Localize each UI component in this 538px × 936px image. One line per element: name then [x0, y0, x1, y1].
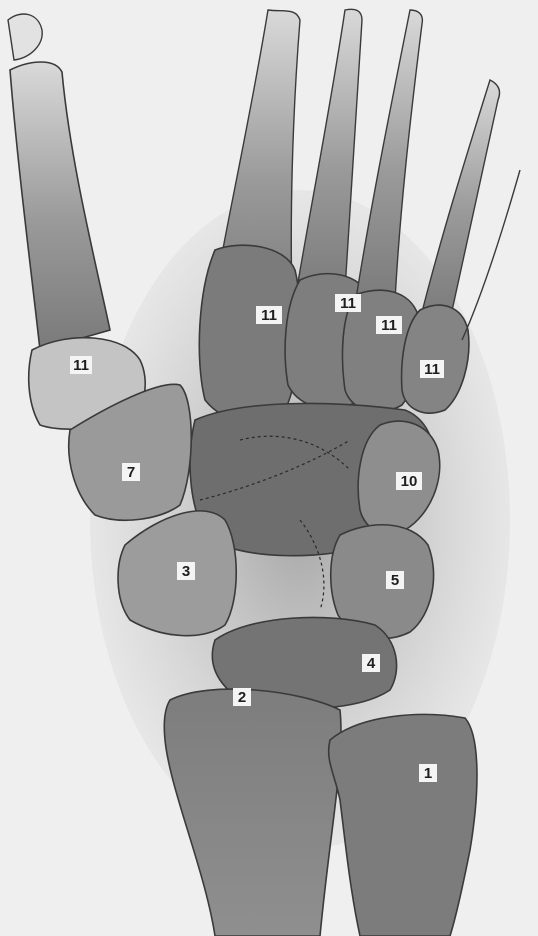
label-scaphoid-lunate: 4 — [362, 654, 380, 672]
label-text: 3 — [182, 563, 190, 580]
label-metacarpal-5: 11 — [420, 360, 444, 378]
label-capitate: 3 — [177, 562, 195, 580]
label-text: 11 — [381, 317, 397, 334]
label-text: 11 — [261, 307, 277, 324]
label-ulna: 1 — [419, 764, 437, 782]
label-metacarpal-2: 11 — [256, 306, 282, 324]
label-hamate: 10 — [396, 472, 422, 490]
label-text: 7 — [127, 464, 135, 481]
label-metacarpal-4: 11 — [376, 316, 402, 334]
label-text: 10 — [401, 473, 418, 490]
label-metacarpal-1: 11 — [70, 356, 92, 374]
label-text: 11 — [424, 361, 440, 378]
label-pisiform: 7 — [122, 463, 140, 481]
label-text: 5 — [391, 572, 399, 589]
label-triquetrum: 5 — [386, 571, 404, 589]
label-text: 2 — [238, 689, 246, 706]
label-metacarpal-3: 11 — [335, 294, 361, 312]
label-text: 1 — [424, 765, 432, 782]
label-text: 11 — [340, 295, 356, 312]
label-radius: 2 — [233, 688, 251, 706]
label-text: 11 — [73, 357, 89, 374]
label-text: 4 — [367, 655, 376, 672]
